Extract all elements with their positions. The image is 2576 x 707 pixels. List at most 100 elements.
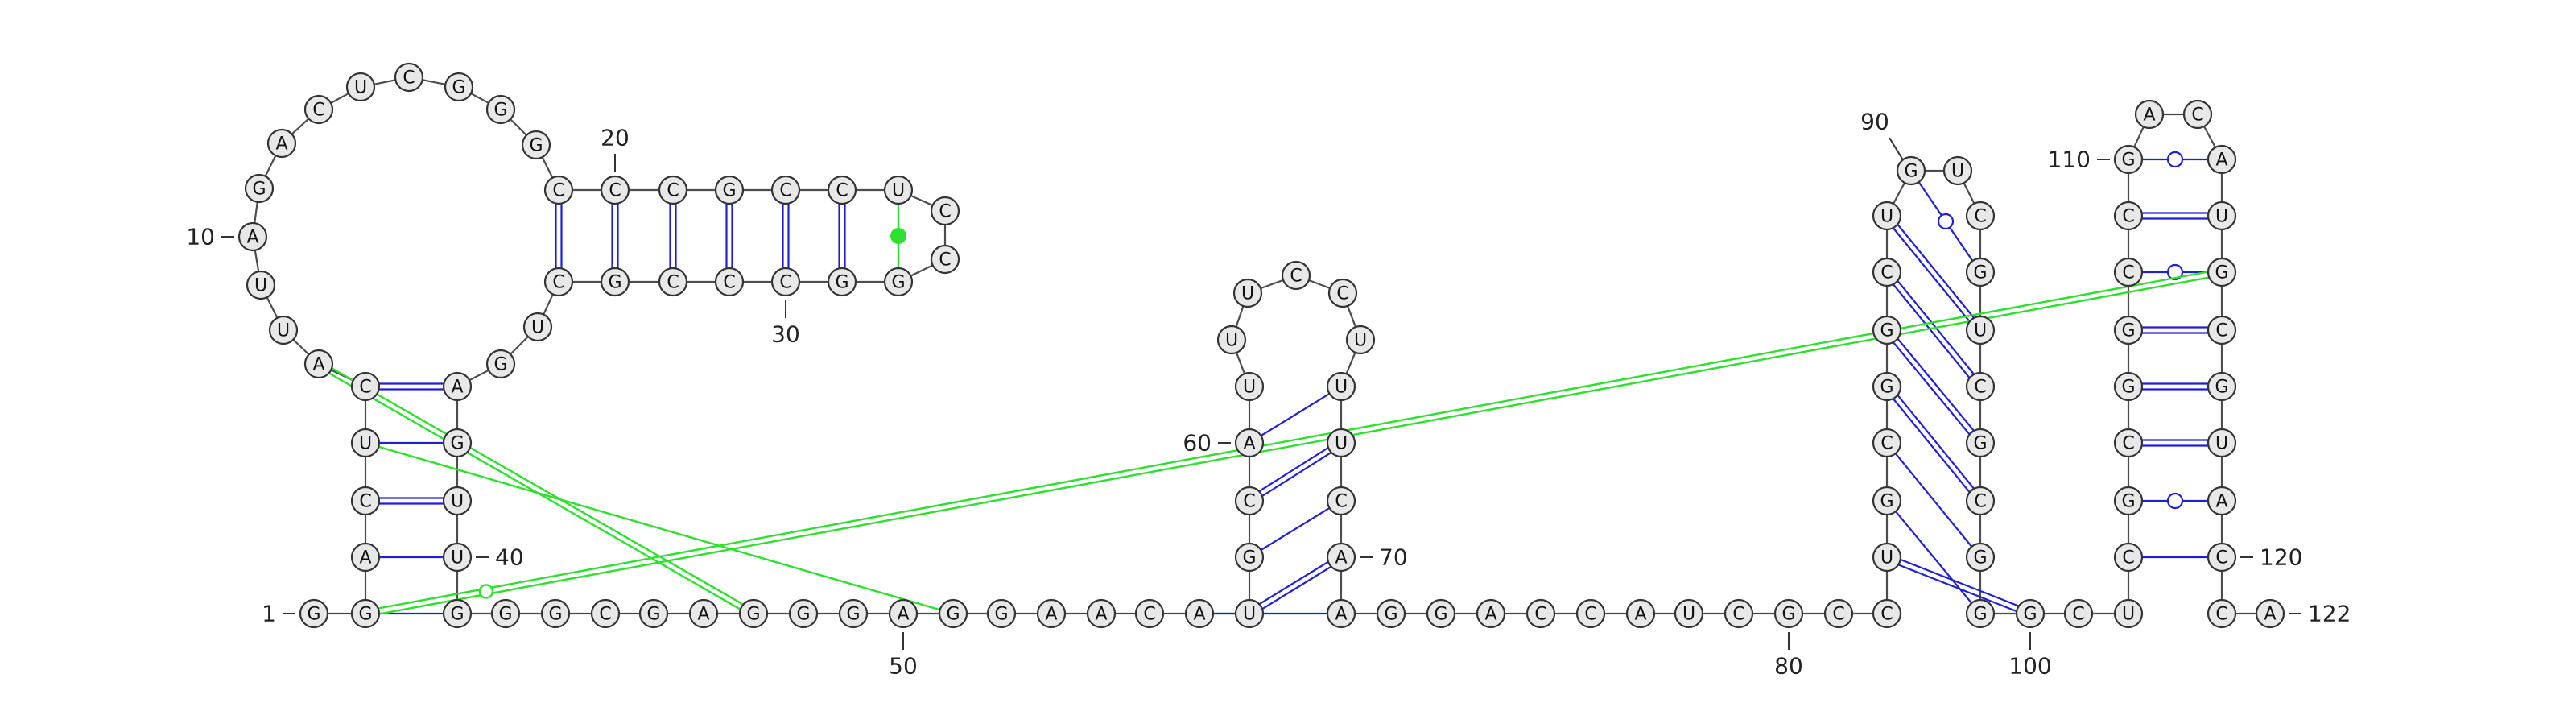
nucleotide-letter: A (1095, 605, 1107, 625)
nucleotide-circle (600, 175, 630, 205)
nucleotide: G (299, 598, 329, 629)
nucleotide-circle (930, 244, 960, 275)
base-pair-line (1894, 453, 1973, 548)
nucleotide-circle (490, 598, 521, 629)
backbone-link (1893, 182, 1905, 205)
nucleotide-letter: G (1880, 492, 1893, 512)
nucleotide-circle (1872, 315, 1902, 345)
nucleotide-letter: C (1880, 434, 1893, 454)
base-pair-line (1260, 392, 1331, 437)
nucleotide-circle (1184, 598, 1215, 629)
nucleotide: G (788, 598, 819, 629)
nucleotide-circle (1724, 598, 1754, 629)
nucleotide: G (600, 267, 630, 297)
nucleotide-circle (1327, 278, 1358, 308)
backbone-link (1963, 182, 1975, 205)
nucleotide: G (638, 598, 669, 629)
nucleotide: C (1872, 598, 1902, 629)
base-pair-line (1893, 227, 1971, 322)
nucleotide-letter: C (939, 202, 951, 222)
nucleotide-letter: C (2215, 321, 2227, 341)
nucleotide-circle (938, 598, 968, 629)
nucleotide: C (1281, 260, 1311, 291)
nucleotide-letter: G (796, 605, 810, 625)
nucleotide-circle (2255, 598, 2285, 629)
nucleotide-letter: C (1534, 605, 1546, 625)
nucleotide: C (2113, 428, 2144, 458)
nucleotide-letter: G (450, 605, 464, 625)
base-pair-line (1893, 283, 1971, 378)
nucleotide-letter: G (252, 180, 266, 200)
nucleotide-letter: G (358, 605, 372, 625)
nucleotide-circle (1872, 371, 1902, 402)
nucleotide-circle (2113, 598, 2144, 629)
nucleotide-circle (345, 72, 376, 102)
nucleotide-letter: C (2122, 434, 2134, 454)
backbone-link (541, 156, 554, 179)
nucleotide: G (1773, 598, 1804, 629)
nucleotide-letter: A (1634, 605, 1646, 625)
wobble-pair-marker (2166, 151, 2184, 168)
nucleotide-circle (1872, 257, 1902, 287)
pseudoknot-line (331, 367, 744, 606)
nucleotide-letter: U (2215, 207, 2228, 227)
nucleotide-circle (590, 598, 621, 629)
nucleotide: A (2207, 486, 2237, 516)
nucleotide-letter: A (1193, 605, 1205, 625)
nucleotide-letter: G (722, 181, 736, 201)
nucleotide-circle (827, 175, 857, 205)
backbone-link (1236, 352, 1245, 374)
nucleotide: G (350, 598, 381, 629)
nucleotide-circle (1823, 598, 1854, 629)
nucleotide: G (2113, 371, 2144, 402)
nucleotide-letter: U (1225, 331, 1238, 351)
nucleotide: C (1724, 598, 1754, 629)
backbone-link (510, 118, 527, 136)
nucleotide-letter: G (493, 101, 507, 121)
nucleotide-circle (1134, 598, 1165, 629)
nucleotide-circle (930, 196, 960, 226)
pseudoknot-marker (478, 584, 494, 599)
nucleotide: A (303, 349, 334, 379)
nucleotide: A (1625, 598, 1656, 629)
nucleotide: G (2113, 144, 2144, 175)
nucleotide: C (1872, 257, 1902, 287)
nucleotide-letter: G (1781, 605, 1795, 625)
nucleotide-letter: U (359, 434, 372, 454)
nucleotide-letter: G (493, 355, 507, 375)
nucleotide-letter: C (2122, 263, 2134, 283)
wobble-pair-marker (2166, 263, 2184, 281)
nucleotide: U (1234, 598, 1265, 629)
pseudoknot-line (378, 271, 2208, 610)
nucleotide: C (2207, 542, 2237, 573)
base-pair-line (1893, 341, 1971, 435)
backbone-link (422, 79, 446, 85)
nucleotide-circle (658, 175, 688, 205)
nucleotide-letter: G (746, 605, 760, 625)
nucleotide-circle (2113, 428, 2144, 458)
nucleotide-circle (442, 598, 473, 629)
nucleotide-circle (883, 267, 914, 297)
nucleotide: A (266, 128, 297, 159)
nucleotide-circle (1896, 155, 1926, 186)
nucleotide-letter: C (723, 273, 735, 293)
nucleotide-circle (1965, 486, 1996, 516)
nucleotide-circle (2207, 371, 2237, 402)
nucleotide: A (888, 598, 919, 629)
nucleotide: U (1326, 428, 1356, 458)
nucleotide-letter: C (609, 181, 621, 201)
position-label-60: 60 (1183, 430, 1231, 457)
nucleotide-circle (1234, 598, 1265, 629)
nucleotide: C (1134, 598, 1165, 629)
nucleotide-circle (827, 267, 857, 297)
nucleotide-letter: G (2023, 605, 2037, 625)
nucleotide-letter: C (1143, 605, 1155, 625)
nucleotide: C (1965, 371, 1996, 402)
nucleotide-circle (1965, 428, 1996, 458)
position-label-40: 40 (476, 544, 524, 571)
nucleotide-circle (1872, 486, 1902, 516)
backbone-link (469, 369, 489, 382)
nucleotide-letter: C (779, 273, 791, 293)
nucleotide-circle (2113, 371, 2144, 402)
